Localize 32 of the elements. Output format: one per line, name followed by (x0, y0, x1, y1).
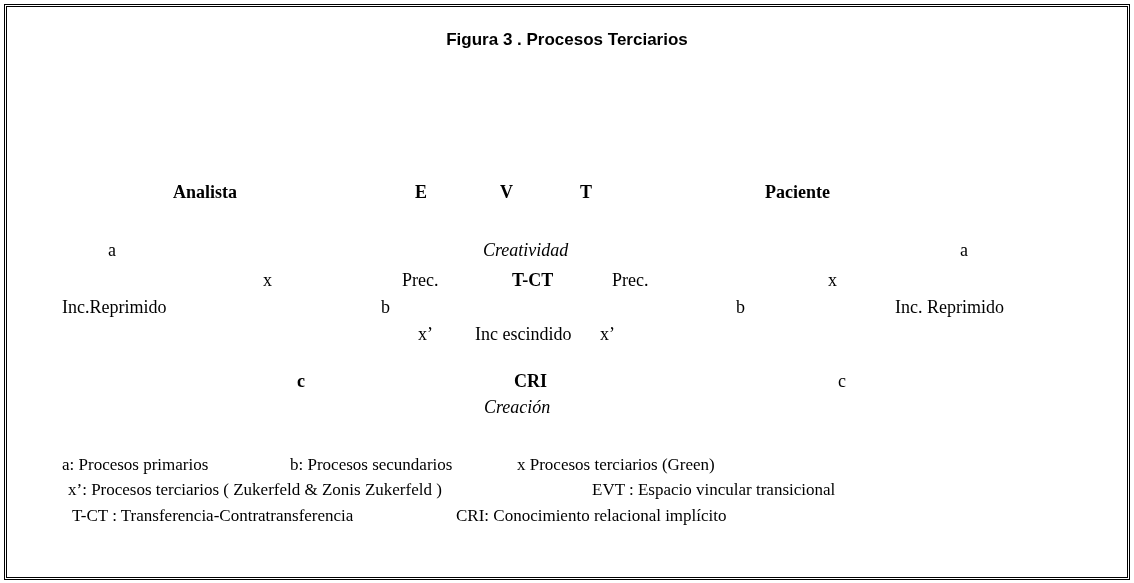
diagram-label: Inc.Reprimido (62, 296, 167, 318)
diagram-label: x (828, 269, 837, 291)
diagram-label: x (263, 269, 272, 291)
diagram-label: Creatividad (483, 239, 569, 261)
diagram-label: E (415, 181, 427, 203)
diagram-label: T (580, 181, 592, 203)
diagram-label: x’ (600, 323, 615, 345)
diagram-label: CRI (514, 370, 547, 392)
figure-title: Figura 3 . Procesos Terciarios (445, 30, 689, 50)
diagram-label: b (381, 296, 390, 318)
diagram-label: T-CT (512, 269, 554, 291)
legend-note: T-CT : Transferencia-Contratransferencia (72, 505, 354, 527)
diagram-label: V (500, 181, 513, 203)
diagram-label: Analista (173, 181, 237, 203)
legend-note: x Procesos terciarios (Green) (517, 454, 715, 476)
legend-note: EVT : Espacio vincular transicional (592, 479, 836, 501)
legend-note: b: Procesos secundarios (290, 454, 453, 476)
diagram-label: Creación (484, 396, 551, 418)
diagram-label: c (838, 370, 846, 392)
diagram-label: Prec. (402, 269, 439, 291)
diagram-label: Inc escindido (475, 323, 572, 345)
diagram-label: c (297, 370, 305, 392)
diagram-label: a (960, 239, 968, 261)
diagram-label: Prec. (612, 269, 649, 291)
diagram-label: a (108, 239, 116, 261)
legend-note: x’: Procesos terciarios ( Zukerfeld & Zonis Zukerfeld ) (68, 479, 442, 501)
diagram-label: x’ (418, 323, 433, 345)
legend-note: CRI: Conocimiento relacional implícito (456, 505, 727, 527)
diagram-label: b (736, 296, 745, 318)
diagram-label: Inc. Reprimido (895, 296, 1004, 318)
legend-note: a: Procesos primarios (62, 454, 209, 476)
diagram-label: Paciente (765, 181, 830, 203)
